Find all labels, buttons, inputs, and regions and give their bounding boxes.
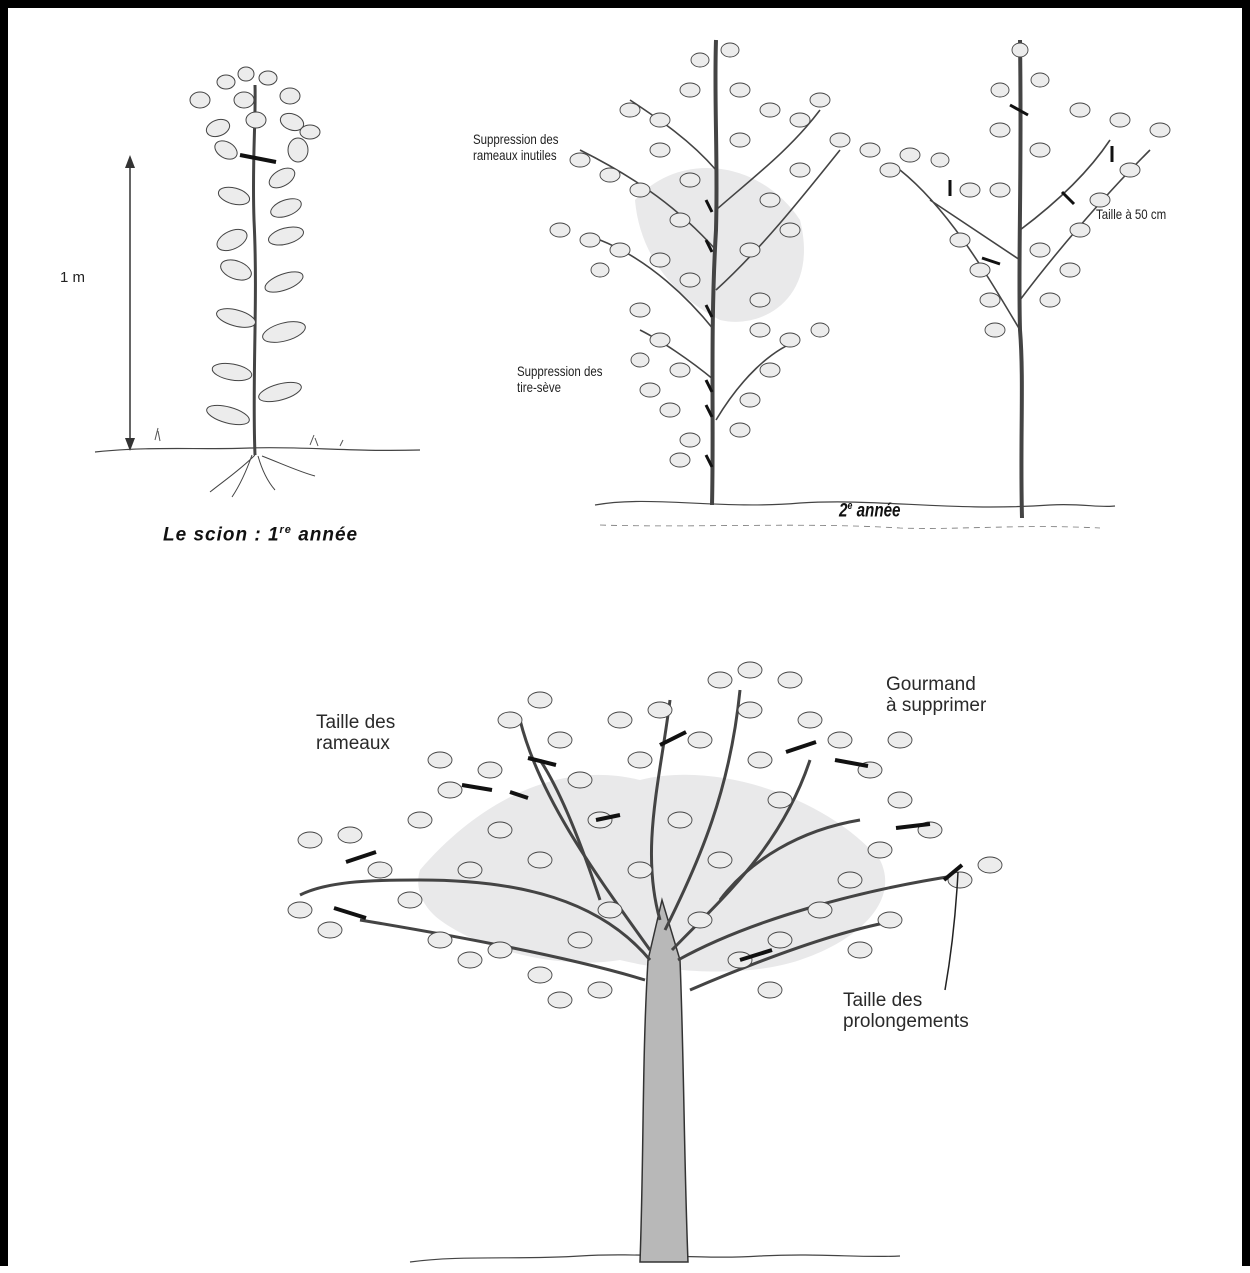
year2-drawing bbox=[550, 40, 1170, 528]
height-label: 1 m bbox=[60, 270, 85, 287]
cut-mark bbox=[240, 155, 276, 162]
scion-caption: Le scion : 1re année bbox=[163, 524, 358, 546]
year2-caption: 2e année bbox=[839, 500, 901, 522]
label-taille-50cm: Taille à 50 cm bbox=[1096, 207, 1166, 223]
scion-drawing bbox=[95, 67, 420, 497]
